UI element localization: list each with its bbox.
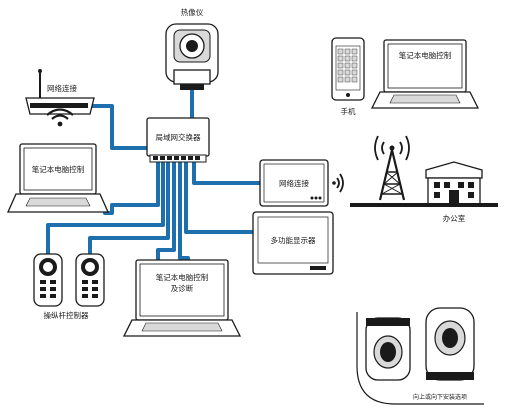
mobile-phone <box>331 37 365 101</box>
mount-options-frame <box>356 312 484 405</box>
router-icon <box>25 69 95 127</box>
lan-switch-label: 局域网交换器 <box>156 132 201 142</box>
mfd-label: 多功能显示器 <box>271 235 316 245</box>
cable-joystick-1 <box>46 158 165 260</box>
office-label: 办公室 <box>443 213 466 223</box>
lan-switch <box>146 117 210 163</box>
cable-mfd <box>184 158 255 234</box>
wifi-signal-icon <box>332 173 344 193</box>
cable-joystick-2 <box>88 158 170 260</box>
joystick-label: 操纵杆控制器 <box>44 310 89 320</box>
camera-mount-down <box>365 317 411 381</box>
laptop-bottom-label-line1: 笔记本电脑控制 <box>156 272 209 282</box>
laptop-right <box>370 39 480 109</box>
cable-laptop-bottom <box>156 158 176 264</box>
laptop-left <box>6 143 110 213</box>
network-cables <box>46 86 262 264</box>
joystick-controller-1 <box>33 253 63 307</box>
laptop-right-label: 笔记本电脑控制 <box>399 50 452 60</box>
cell-tower-icon <box>374 135 410 201</box>
laptop-left-label: 笔记本电脑控制 <box>32 164 85 174</box>
mount-options-label: 向上或向下安装选项 <box>413 393 467 401</box>
cable-router-switch <box>86 104 152 150</box>
router-label: 网络连接 <box>47 83 77 93</box>
camera-mount-up <box>425 307 475 381</box>
multifunction-display <box>252 211 334 275</box>
laptop-bottom <box>122 259 242 337</box>
cable-wireless <box>192 158 262 185</box>
wireless-network-module <box>259 159 329 207</box>
office-building-icon <box>350 161 498 207</box>
thermal-camera-label: 热像仪 <box>181 7 204 17</box>
cable-laptop-left <box>103 158 160 215</box>
joystick-controller-2 <box>75 253 105 307</box>
wireless-module-label: 网络连接 <box>279 178 309 188</box>
laptop-bottom-label-line2: 及诊断 <box>171 283 194 293</box>
phone-label: 手机 <box>341 106 356 116</box>
thermal-camera <box>165 23 219 90</box>
